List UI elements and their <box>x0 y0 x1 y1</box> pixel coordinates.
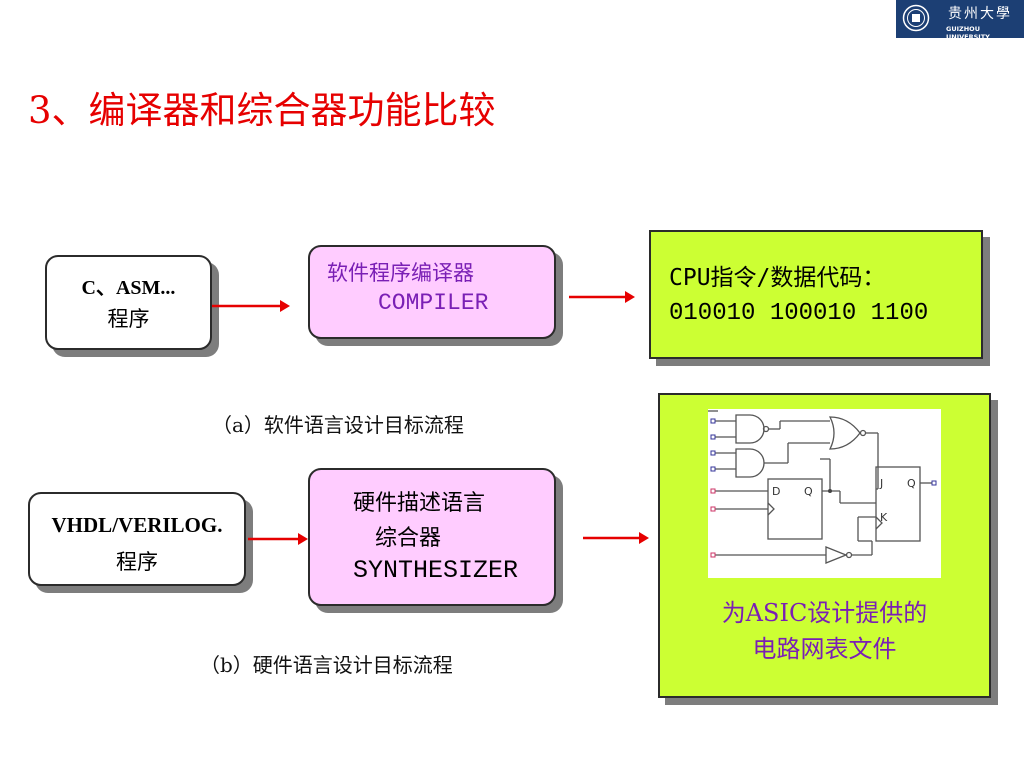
ff2-j-pin-label: J <box>879 477 883 490</box>
cpu-code-output-line2: 010010 100010 1100 <box>669 300 929 327</box>
circuit-schematic: D Q J Q K <box>708 409 941 578</box>
ff1-d-pin-label: D <box>772 485 780 498</box>
synthesizer-label-line3: SYNTHESIZER <box>353 556 519 585</box>
arrow-hdl-to-synthesizer <box>248 533 308 545</box>
ff1-q-pin-label: Q <box>804 485 813 498</box>
ff2-k-pin-label: K <box>880 511 888 524</box>
caption-software-flow: （a）软件语言设计目标流程 <box>212 413 464 437</box>
slide-title: 3、编译器和综合器功能比较 <box>28 89 496 132</box>
software-source-box <box>45 255 212 350</box>
arrow-synthesizer-to-netlist <box>583 532 649 544</box>
cpu-code-output-box <box>649 230 983 359</box>
software-source-label-line2: 程序 <box>107 307 150 331</box>
netlist-output-line2: 电路网表文件 <box>752 635 897 663</box>
hardware-source-box <box>28 492 246 586</box>
software-source-label-line1: C、ASM... <box>81 277 176 299</box>
compiler-box <box>308 245 556 339</box>
hardware-source-label-line2: 程序 <box>116 550 158 574</box>
netlist-output-line1: 为ASIC设计提供的 <box>721 599 928 627</box>
compiler-label-cn: 软件程序编译器 <box>327 261 474 285</box>
ff2-q-pin-label: Q <box>907 477 916 490</box>
arrow-compiler-to-cpu-code <box>569 291 635 303</box>
synthesizer-label-line1: 硬件描述语言 <box>353 491 486 516</box>
synthesizer-label-line2: 综合器 <box>375 526 442 551</box>
arrow-source-to-compiler <box>212 300 290 312</box>
caption-hardware-flow: （b）硬件语言设计目标流程 <box>200 653 453 677</box>
hardware-source-label-line1: VHDL/VERILOG. <box>51 513 223 537</box>
synthesizer-box <box>308 468 556 606</box>
cpu-code-output-line1: CPU指令/数据代码： <box>669 265 886 291</box>
logo-chinese-name: 贵州大學 <box>948 6 1012 22</box>
university-emblem-icon <box>902 4 930 32</box>
logo-english-name: GUIZHOU UNIVERSITY <box>946 25 990 41</box>
compiler-label-en: COMPILER <box>378 290 489 316</box>
university-logo: 贵州大學 GUIZHOU UNIVERSITY <box>896 0 1024 41</box>
